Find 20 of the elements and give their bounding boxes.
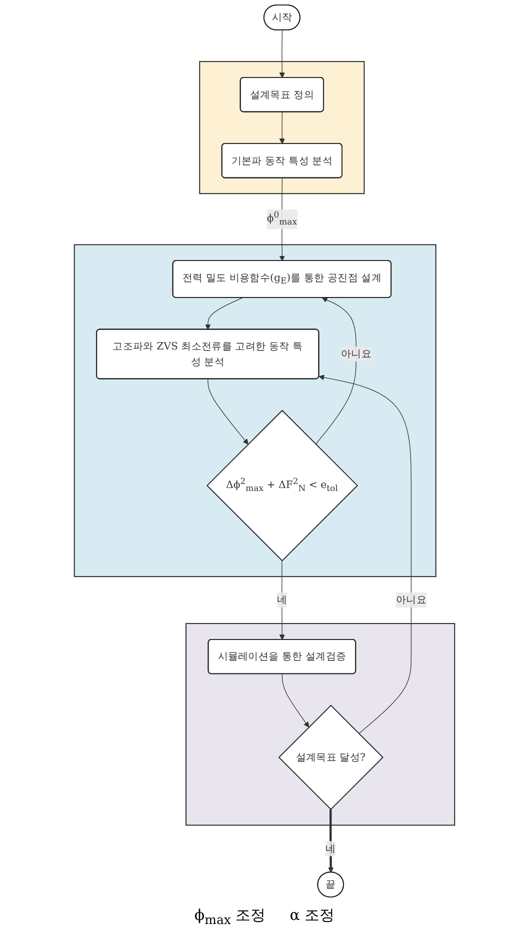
node-diamond: 설계목표 달성?	[278, 704, 384, 810]
note-text: ϕ$_{max}$ 조정	[194, 906, 266, 927]
edge-label: 아니요	[340, 348, 372, 360]
edge-label: 네	[326, 842, 336, 854]
cluster	[74, 244, 436, 578]
arrow	[328, 809, 334, 873]
arrow	[315, 297, 357, 445]
arrow	[208, 378, 248, 444]
node-diamond: Δϕ$^{2}$$_{max}$ + ΔF$^{2}$$_{N}$ < e$_{tol}$	[206, 410, 358, 562]
cluster	[186, 623, 456, 826]
cluster	[199, 61, 365, 194]
edge-label: 네	[276, 594, 288, 606]
edge-label: 아니요	[396, 594, 426, 606]
note-text: α 조정	[290, 906, 335, 926]
arrow	[279, 560, 285, 640]
arrow	[318, 374, 412, 734]
arrow	[279, 112, 285, 144]
arrow	[279, 30, 285, 78]
arrow	[282, 674, 310, 728]
arrow	[205, 298, 243, 330]
